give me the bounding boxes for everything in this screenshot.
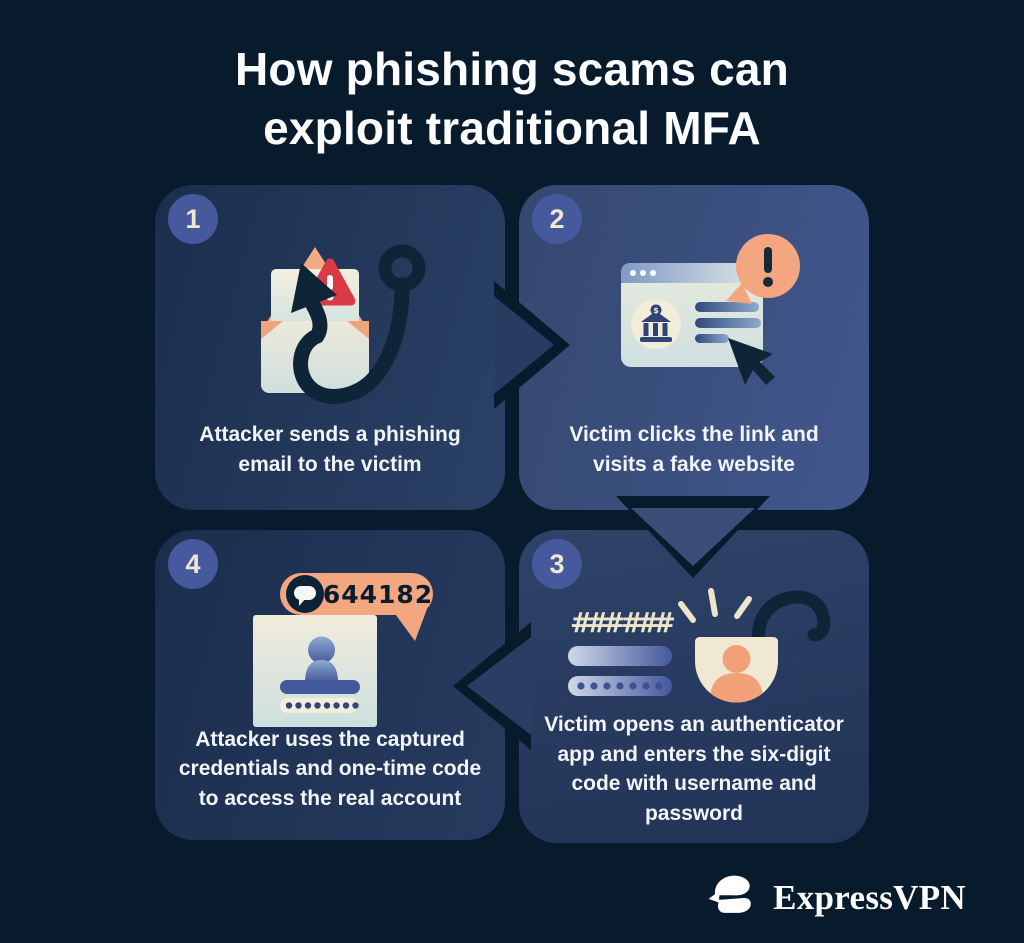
step-caption-2: Victim clicks the link and visits a fake… (569, 423, 819, 477)
step-caption-3: Victim opens an authenticator app and en… (544, 712, 844, 826)
expressvpn-wordmark: ExpressVPN (773, 878, 966, 917)
padlock-shackle (752, 590, 831, 647)
captured-credentials-icon: 644182 (253, 573, 433, 727)
user-icon (710, 645, 763, 703)
svg-text:$: $ (653, 306, 659, 315)
username-field-pill (568, 646, 672, 666)
authenticator-unlock-icon: ### ### (568, 588, 831, 703)
step-caption-1: Attacker sends a phishing email to the v… (199, 423, 461, 477)
step-number-badge-4: 4 (168, 539, 218, 589)
fishing-hook-icon (291, 244, 426, 404)
bank-icon: $ (631, 299, 681, 349)
fake-website-icon: $ (621, 234, 800, 385)
text-line (695, 302, 759, 312)
envelope-front (261, 321, 369, 393)
step-card-1: 1 Attacker sends (155, 185, 505, 510)
expressvpn-logomark (708, 875, 751, 913)
browser-topbar (621, 263, 763, 283)
step-card-3: 3 ### ### (519, 530, 869, 843)
otp-mask-text: ### ### (570, 606, 676, 639)
alert-rays-icon (678, 588, 752, 623)
cursor-icon (728, 338, 775, 385)
password-dots (285, 702, 359, 709)
step-number-badge-3: 3 (532, 539, 582, 589)
password-dots (577, 682, 663, 690)
otp-code-text: 644182 (323, 580, 433, 609)
step-card-4: 4 (155, 530, 505, 840)
step-card-2: 2 $ (519, 185, 869, 510)
unlocked-padlock-icon (695, 590, 831, 703)
step-caption-4: Attacker uses the captured credentials a… (178, 727, 482, 811)
expressvpn-logo: ExpressVPN (703, 871, 966, 925)
page-title: How phishing scams can exploit tradition… (235, 43, 789, 154)
sms-bubble: 644182 (280, 573, 433, 641)
user-icon (305, 636, 338, 682)
text-line (695, 318, 761, 328)
phishing-email-icon (261, 244, 426, 404)
step-number-badge-1: 1 (168, 194, 218, 244)
step-number-badge-2: 2 (532, 194, 582, 244)
username-field-pill (280, 680, 360, 694)
text-line (695, 334, 729, 343)
warning-bubble-icon (726, 234, 800, 304)
